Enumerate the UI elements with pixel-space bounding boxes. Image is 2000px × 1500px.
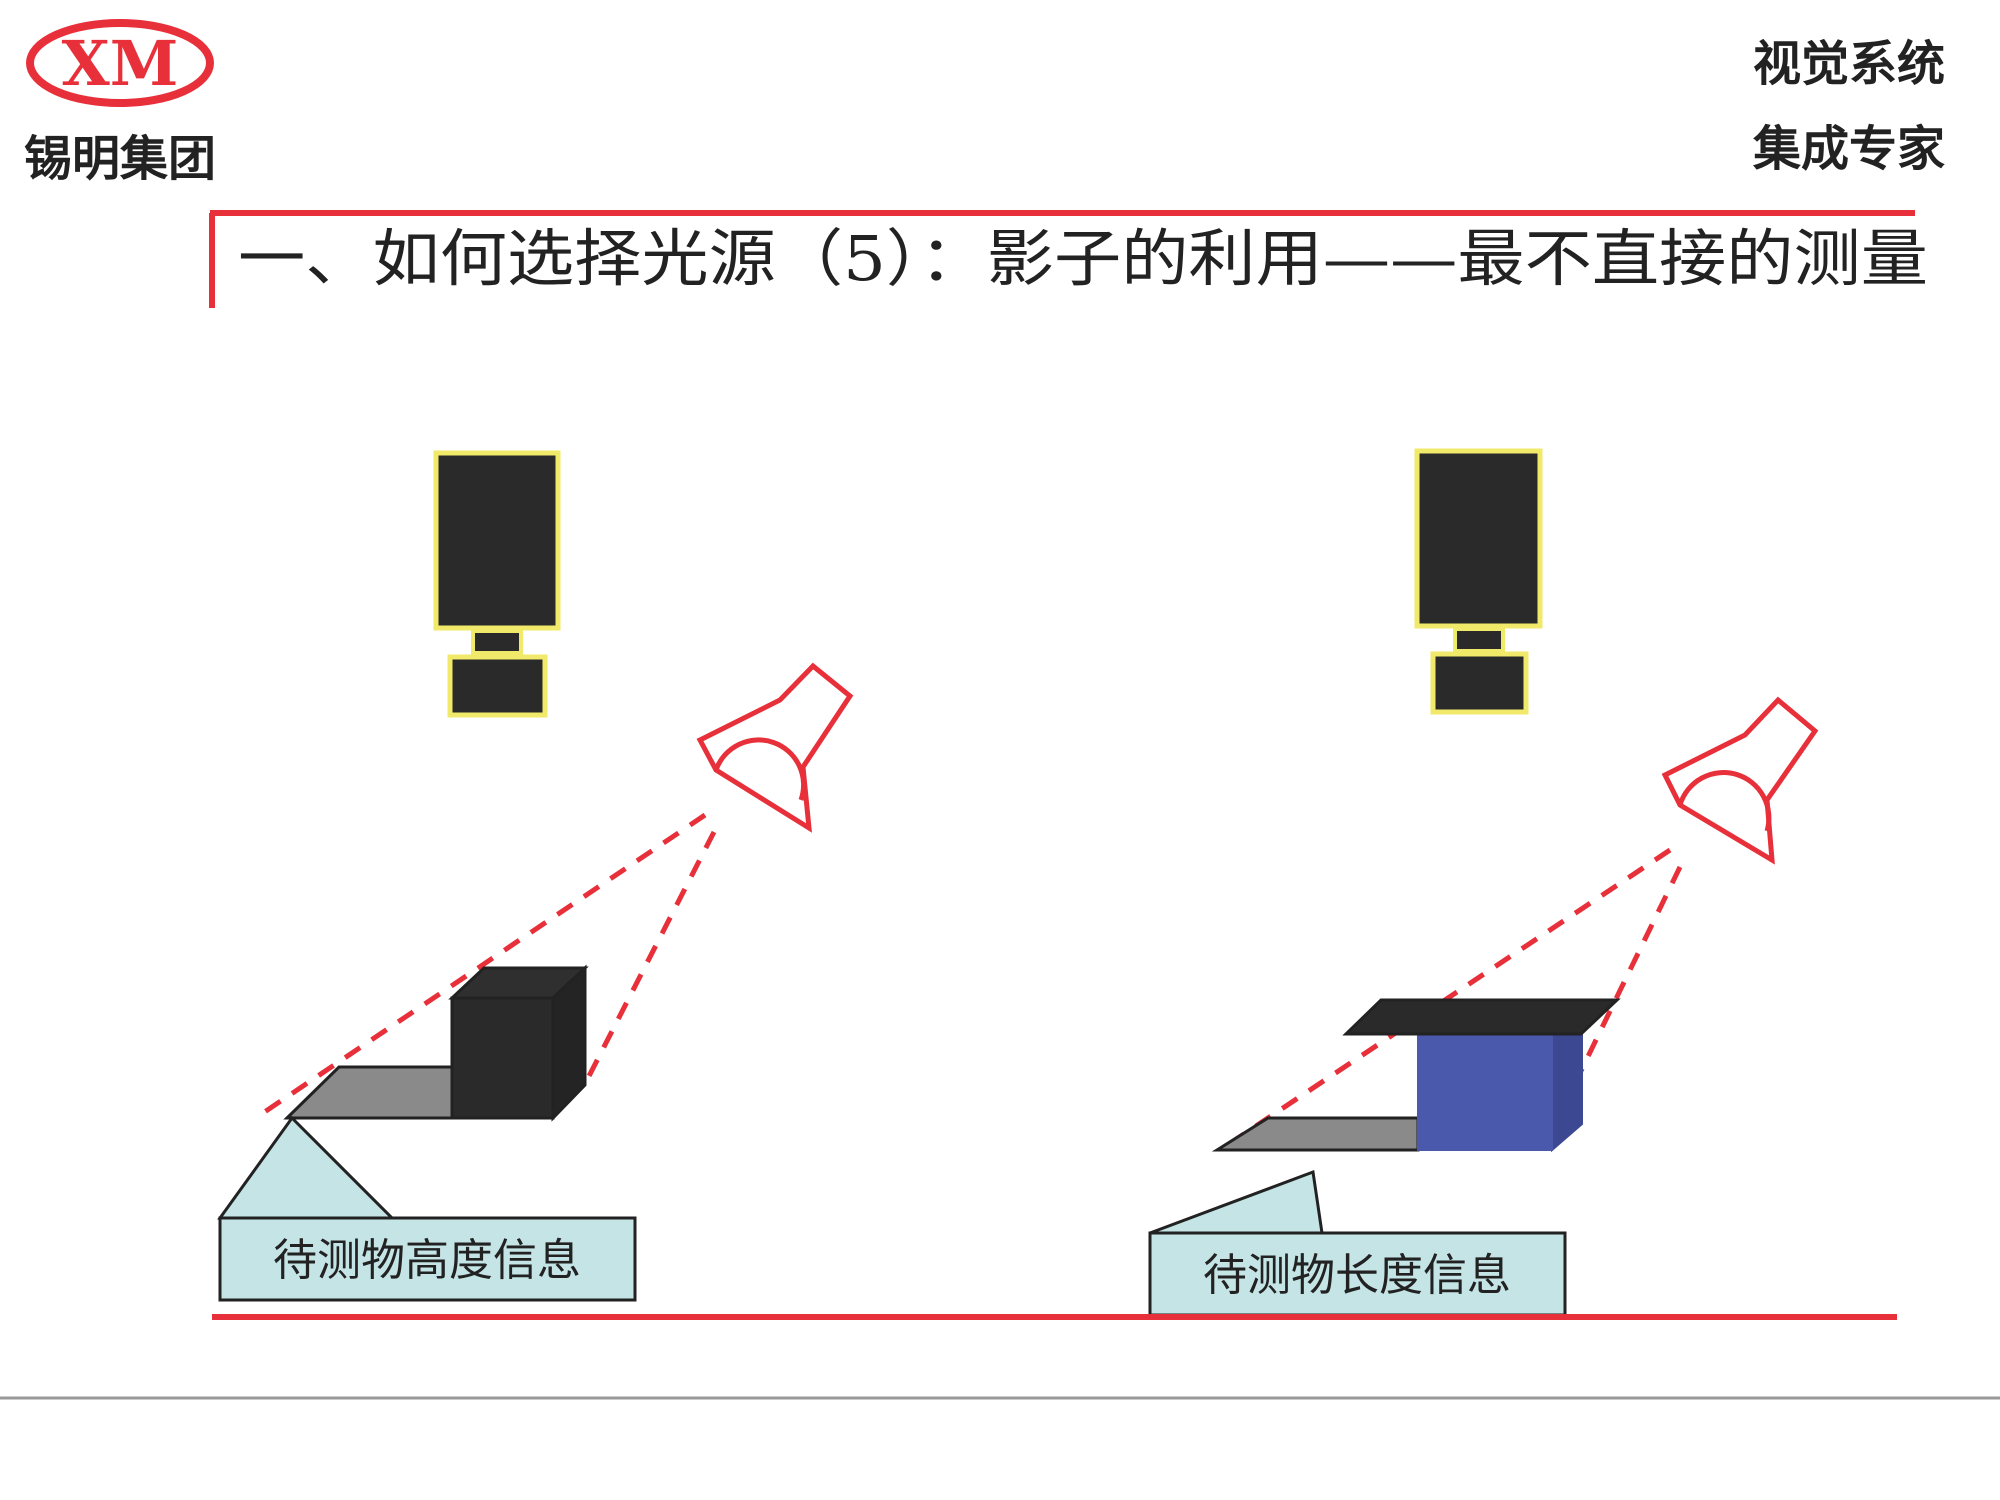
camera-lens — [447, 654, 548, 718]
company-logo: XM — [26, 19, 214, 107]
left-callout-pointer — [217, 1115, 396, 1220]
camera-neck — [471, 629, 523, 655]
logo-mark: XM — [62, 27, 179, 100]
left-spotlight — [696, 662, 854, 833]
right-object-top-plate — [1342, 998, 1621, 1036]
spotlight-housing — [696, 662, 854, 833]
left-object-front — [450, 996, 555, 1120]
company-name: 锡明集团 — [24, 131, 216, 187]
page-title: 一、如何选择光源（5）：影子的利用——最不直接的测量 — [238, 222, 1928, 295]
left-camera — [433, 450, 561, 718]
right-callout-text: 待测物长度信息 — [1203, 1250, 1511, 1301]
left-light-ray-2 — [584, 830, 717, 1082]
right-object-front — [1417, 1033, 1553, 1151]
spotlight-housing — [1661, 696, 1819, 865]
logo-oval — [26, 19, 214, 107]
right-callout-box — [1148, 1231, 1567, 1317]
tagline-line1: 视觉系统 — [1753, 36, 1945, 92]
right-callout-pointer — [1149, 1169, 1324, 1235]
right-shadow — [1211, 1116, 1420, 1152]
left-object-assembly — [283, 964, 589, 1122]
left-light-ray-1 — [261, 812, 707, 1116]
camera-icon — [1414, 448, 1543, 629]
tagline-line2: 集成专家 — [1752, 121, 1945, 177]
left-callout-box — [218, 1216, 637, 1302]
right-camera — [1414, 448, 1543, 715]
spotlight-icon — [713, 737, 807, 801]
spotlight-icon — [1677, 770, 1772, 832]
camera-lens — [1430, 651, 1529, 715]
left-shadow — [283, 1065, 454, 1120]
camera-neck — [1453, 627, 1505, 653]
left-callout-text: 待测物高度信息 — [273, 1235, 581, 1286]
right-spotlight — [1661, 696, 1819, 865]
right-object-assembly — [1211, 998, 1621, 1153]
camera-icon — [433, 450, 561, 631]
